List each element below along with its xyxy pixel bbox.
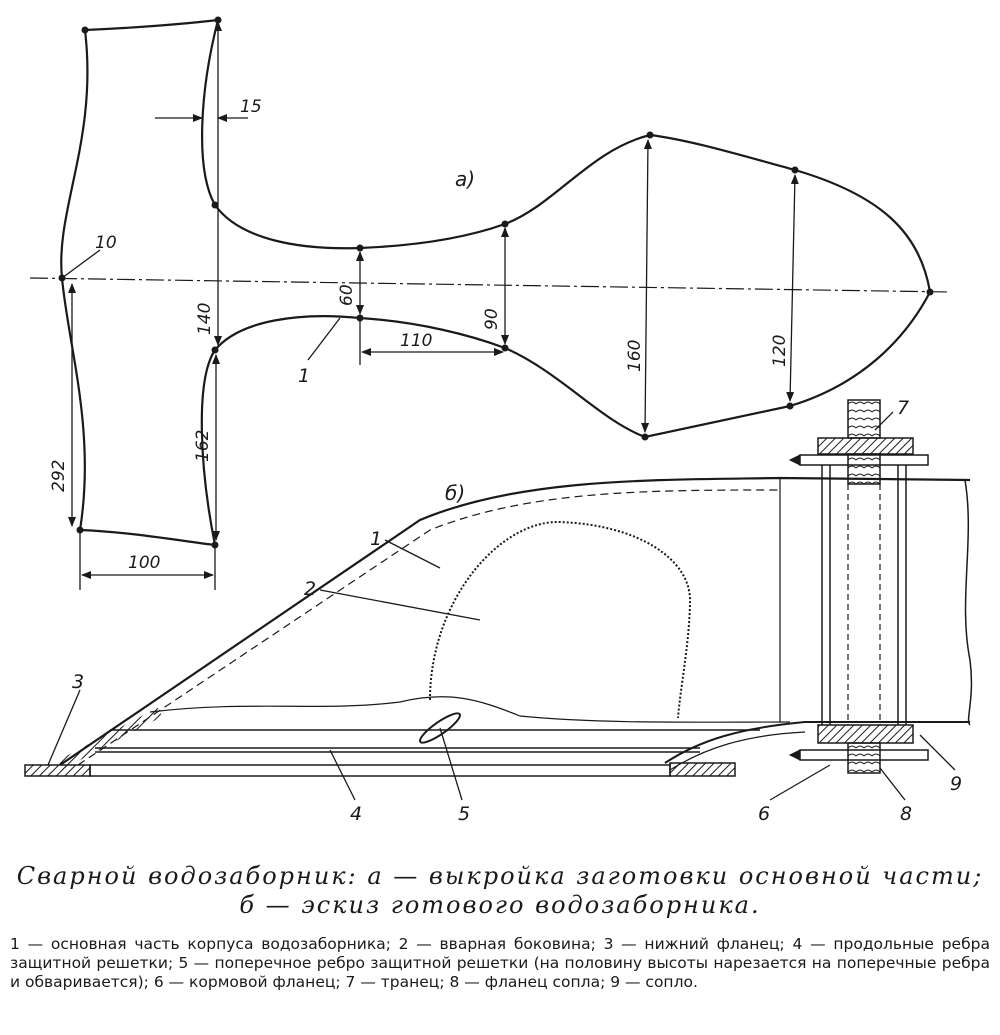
view-a-label: a) <box>455 167 475 191</box>
view-b-leaders <box>47 411 956 801</box>
callout-5: 5 <box>458 803 470 825</box>
caption-line-2: б — эскиз готового водозаборника. <box>239 891 761 919</box>
view-a-blank-pattern <box>60 18 932 547</box>
callout-8: 8 <box>900 803 912 825</box>
view-a-vertices <box>58 16 934 549</box>
dim-10: 10 <box>95 233 117 253</box>
caption-line-1: Сварной водозаборник: а — выкройка загот… <box>16 862 984 890</box>
dim-90: 90 <box>482 308 502 330</box>
view-b-label: б) <box>445 481 465 505</box>
dim-160: 160 <box>625 340 645 372</box>
callout-3: 3 <box>72 671 84 693</box>
dim-60: 60 <box>337 284 357 306</box>
dim-120: 120 <box>770 335 790 367</box>
figure-legend: 1 — основная часть корпуса водозаборника… <box>10 935 990 992</box>
dim-292: 292 <box>49 460 69 492</box>
callout-9: 9 <box>950 773 962 795</box>
callout-1: 1 <box>370 528 382 550</box>
nozzle-flange-assembly <box>788 399 929 774</box>
view-a-dimension-lines <box>61 21 799 590</box>
callout-6: 6 <box>758 803 770 825</box>
callout-4: 4 <box>350 803 362 825</box>
body-shell <box>57 476 973 771</box>
water-intake-drawing: a) 15 10 140 60 90 110 160 120 292 162 1… <box>24 16 973 825</box>
figure-caption: Сварной водозаборник: а — выкройка загот… <box>10 862 990 920</box>
dim-140: 140 <box>195 303 215 335</box>
callout-7: 7 <box>897 397 909 419</box>
legend-text: 1 — основная часть корпуса водозаборника… <box>10 935 990 991</box>
callout-1-view-a: 1 <box>298 365 310 387</box>
longitudinal-ribs <box>95 729 760 753</box>
dim-162: 162 <box>193 430 213 462</box>
dim-110: 110 <box>400 331 432 351</box>
callout-2: 2 <box>304 578 316 600</box>
welded-side-panel <box>429 520 692 719</box>
dim-100: 100 <box>128 553 160 573</box>
transverse-rib <box>419 712 461 744</box>
center-axis <box>29 277 951 293</box>
bottom-flange <box>24 762 736 777</box>
blank-outline <box>60 18 932 547</box>
dim-15: 15 <box>240 97 262 117</box>
